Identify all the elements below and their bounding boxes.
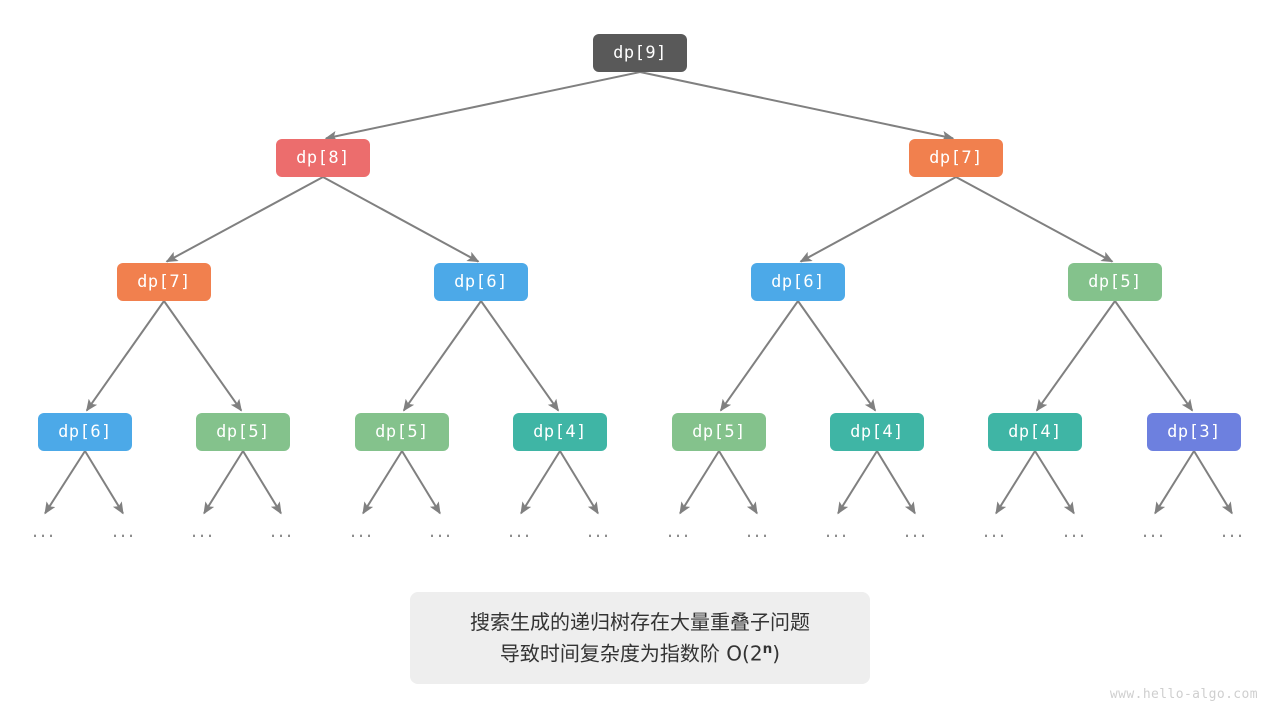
tree-edge-stub [362, 450, 403, 515]
tree-edge [799, 176, 957, 263]
tree-node-dp7: dp[7] [909, 139, 1003, 177]
tree-ellipsis: ··· [269, 525, 295, 548]
tree-node-label: dp[6] [58, 422, 112, 442]
tree-ellipsis: ··· [111, 525, 137, 548]
tree-edge-stub [559, 450, 599, 515]
tree-ellipsis: ··· [1141, 525, 1167, 548]
tree-node-dp9: dp[9] [593, 34, 687, 72]
tree-node-dp5: dp[5] [672, 413, 766, 451]
tree-ellipsis: ··· [428, 525, 454, 548]
tree-node-dp4: dp[4] [513, 413, 607, 451]
tree-node-dp4: dp[4] [830, 413, 924, 451]
tree-node-dp6: dp[6] [38, 413, 132, 451]
tree-edge [480, 300, 560, 412]
tree-node-dp7: dp[7] [117, 263, 211, 301]
caption-line-2: 导致时间复杂度为指数阶 O(2n) [500, 641, 780, 667]
tree-ellipsis: ··· [666, 525, 692, 548]
tree-node-label: dp[5] [216, 422, 270, 442]
tree-edge [324, 71, 641, 142]
caption-line-2-suffix: ) [772, 641, 781, 666]
tree-edge [1035, 300, 1116, 412]
tree-node-label: dp[6] [771, 272, 825, 292]
tree-node-label: dp[4] [533, 422, 587, 442]
tree-node-label: dp[8] [296, 148, 350, 168]
tree-node-label: dp[7] [929, 148, 983, 168]
tree-edge-stub [1034, 450, 1075, 515]
tree-ellipsis: ··· [824, 525, 850, 548]
tree-edge [165, 176, 324, 263]
caption-line-1: 搜索生成的递归树存在大量重叠子问题 [470, 609, 810, 634]
tree-node-dp6: dp[6] [751, 263, 845, 301]
caption-line-2-prefix: 导致时间复杂度为指数阶 O(2 [499, 641, 763, 666]
tree-ellipsis: ··· [982, 525, 1008, 548]
tree-node-label: dp[9] [613, 43, 667, 63]
tree-node-label: dp[4] [850, 422, 904, 442]
tree-edge-stub [718, 450, 758, 515]
tree-ellipsis: ··· [349, 525, 375, 548]
caption-exponent: n [762, 640, 773, 657]
tree-ellipsis: ··· [586, 525, 612, 548]
tree-edge-stub [1193, 450, 1233, 515]
tree-node-label: dp[3] [1167, 422, 1221, 442]
tree-node-dp3: dp[3] [1147, 413, 1241, 451]
tree-edge [955, 176, 1114, 263]
tree-ellipsis: ··· [1220, 525, 1246, 548]
tree-node-label: dp[6] [454, 272, 508, 292]
tree-ellipsis: ··· [31, 525, 57, 548]
tree-node-label: dp[5] [375, 422, 429, 442]
tree-node-label: dp[5] [1088, 272, 1142, 292]
tree-edge-stub [44, 450, 86, 515]
tree-node-label: dp[7] [137, 272, 191, 292]
tree-edge-stub [84, 450, 124, 515]
tree-edge-stub [1154, 450, 1195, 515]
tree-edge-stub [837, 450, 878, 515]
tree-ellipsis: ··· [745, 525, 771, 548]
tree-ellipsis: ··· [1062, 525, 1088, 548]
tree-edge [402, 300, 482, 412]
tree-node-dp5: dp[5] [355, 413, 449, 451]
tree-node-dp8: dp[8] [276, 139, 370, 177]
tree-ellipsis: ··· [190, 525, 216, 548]
tree-edge [797, 300, 877, 412]
tree-ellipsis: ··· [507, 525, 533, 548]
tree-node-dp6: dp[6] [434, 263, 528, 301]
tree-edge-stub [995, 450, 1036, 515]
tree-edge-stub [679, 450, 720, 515]
tree-node-dp4: dp[4] [988, 413, 1082, 451]
tree-edge [639, 71, 955, 142]
tree-node-dp5: dp[5] [196, 413, 290, 451]
tree-node-dp5: dp[5] [1068, 263, 1162, 301]
tree-node-label: dp[4] [1008, 422, 1062, 442]
tree-edge-stub [520, 450, 561, 515]
caption-box: 搜索生成的递归树存在大量重叠子问题 导致时间复杂度为指数阶 O(2n) [410, 592, 870, 684]
tree-edge [85, 300, 165, 412]
tree-edge [1114, 300, 1194, 412]
tree-edge [163, 300, 243, 412]
tree-ellipsis: ··· [903, 525, 929, 548]
tree-edge [322, 176, 480, 263]
tree-edge-stub [242, 450, 282, 515]
tree-edge-stub [401, 450, 441, 515]
tree-node-label: dp[5] [692, 422, 746, 442]
tree-edge-stub [876, 450, 916, 515]
watermark: www.hello-algo.com [1109, 687, 1258, 702]
tree-edge [719, 300, 799, 412]
tree-edge-stub [203, 450, 244, 515]
